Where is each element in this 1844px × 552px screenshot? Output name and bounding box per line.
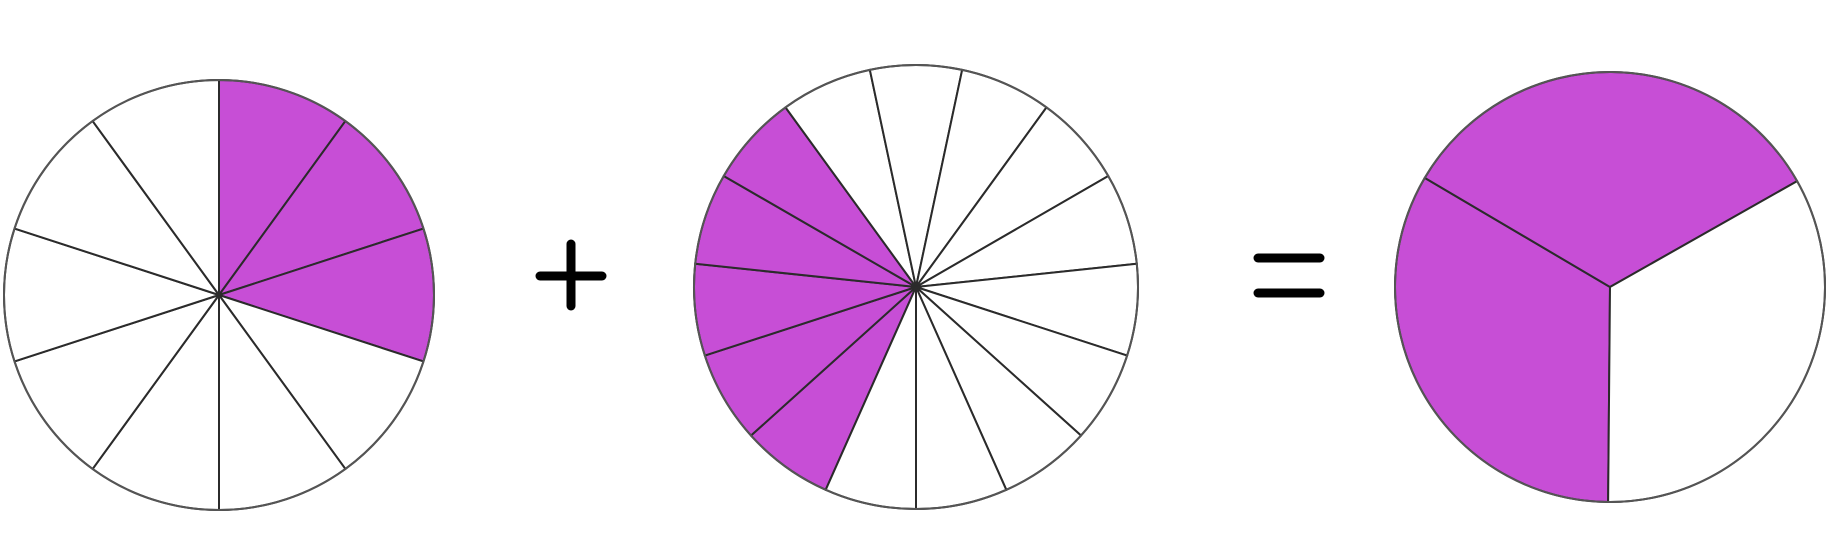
fraction-circle-addend-b [693, 63, 1139, 510]
circle-outline [3, 79, 435, 511]
plus-sign [535, 239, 607, 311]
circle-outline [693, 64, 1139, 510]
fraction-circle-addend-a [2, 79, 436, 511]
fraction-circle-sum [1394, 71, 1826, 503]
circle-outline [1394, 71, 1826, 503]
equals-sign [1253, 253, 1325, 298]
